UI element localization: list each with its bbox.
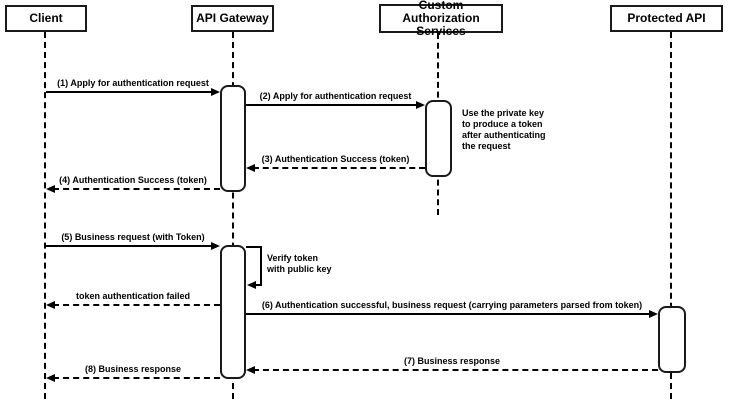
message-2-arrowhead	[416, 101, 425, 109]
message-1-label: (1) Apply for authentication request	[57, 78, 209, 88]
self-message-label: Verify token with public key	[267, 253, 332, 274]
self-message-top-line	[246, 246, 262, 248]
message-6-arrowhead	[649, 310, 658, 318]
message-6-label: (6) Authentication successful, business …	[261, 300, 643, 310]
message-7-label: (7) Business response	[403, 356, 501, 366]
message-failed-arrowhead	[46, 301, 55, 309]
message-3-line	[253, 167, 425, 169]
message-5-label: (5) Business request (with Token)	[61, 232, 205, 242]
message-8-arrowhead	[46, 374, 55, 382]
actor-client: Client	[5, 5, 87, 32]
message-1-line	[46, 91, 218, 93]
message-3-label: (3) Authentication Success (token)	[261, 154, 410, 164]
actor-protected-api-label: Protected API	[627, 11, 706, 25]
note-private-key: Use the private key to produce a token a…	[462, 108, 546, 151]
message-7-line	[253, 369, 658, 371]
activation-api-gateway-auth	[220, 85, 246, 192]
message-4-arrowhead	[46, 185, 55, 193]
activation-protected-api	[658, 306, 686, 373]
message-6-line	[246, 313, 656, 315]
actor-protected-api: Protected API	[610, 5, 723, 32]
self-message-arrowhead	[247, 281, 256, 289]
message-3-arrowhead	[246, 164, 255, 172]
message-failed-label: token authentication failed	[75, 291, 190, 301]
message-5-arrowhead	[211, 242, 220, 250]
activation-custom-authorization-services	[425, 100, 452, 177]
activation-api-gateway-business	[220, 245, 246, 379]
message-8-label: (8) Business response	[84, 364, 182, 374]
message-7-arrowhead	[246, 366, 255, 374]
message-2-line	[246, 104, 423, 106]
actor-custom-authorization-services: Custom Authorization Services	[379, 0, 503, 38]
self-message-right-line	[260, 246, 262, 285]
lifeline-client	[44, 32, 46, 399]
message-2-label: (2) Apply for authentication request	[259, 91, 412, 101]
message-8-line	[53, 377, 220, 379]
actor-api-gateway: API Gateway	[191, 5, 274, 32]
lifeline-protected-api	[670, 32, 672, 399]
actor-client-label: Client	[29, 11, 63, 25]
lifeline-api-gateway	[232, 32, 234, 399]
message-4-line	[53, 188, 220, 190]
message-failed-line	[53, 304, 220, 306]
message-1-arrowhead	[211, 88, 220, 96]
self-message-bottom-line	[252, 284, 262, 286]
message-4-label: (4) Authentication Success (token)	[59, 175, 207, 185]
actor-api-gateway-label: API Gateway	[196, 11, 269, 25]
actor-custom-authorization-services-label: Custom Authorization Services	[402, 0, 480, 38]
message-5-line	[46, 245, 218, 247]
